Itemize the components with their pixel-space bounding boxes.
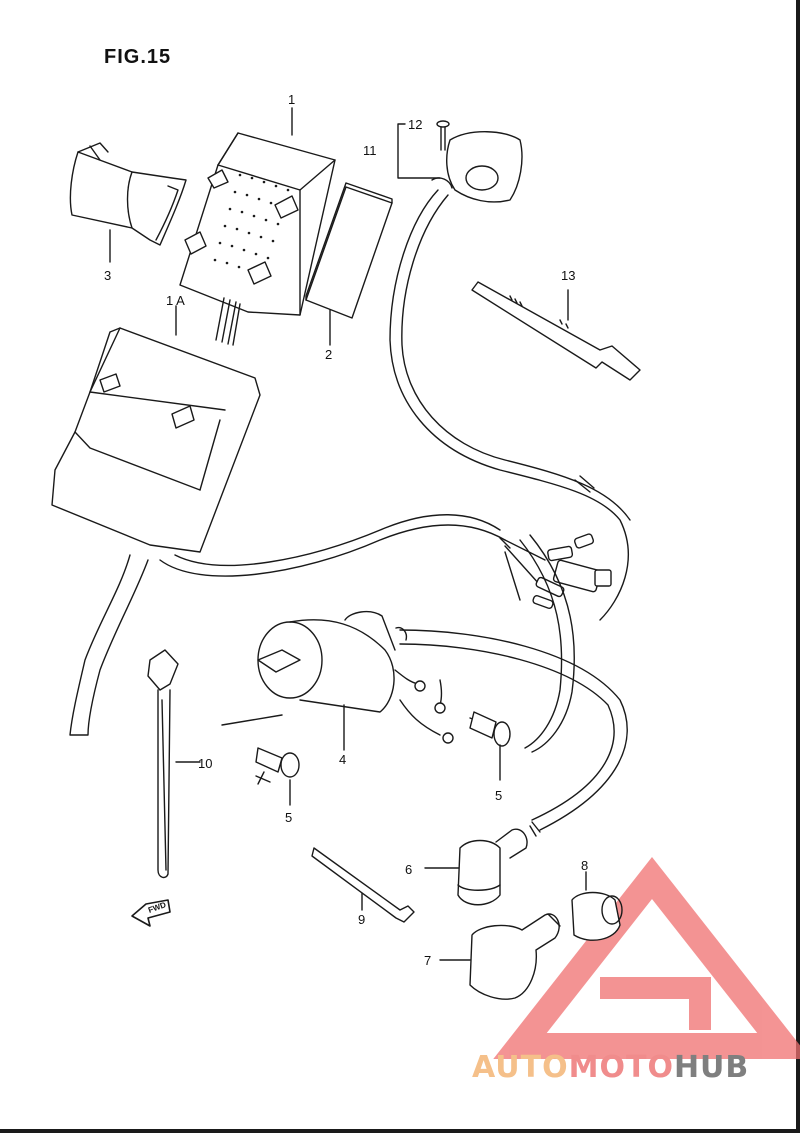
callout-5-upper: 5 xyxy=(495,788,503,803)
callout-11: 11 xyxy=(363,143,377,158)
part-7-plug-cap xyxy=(469,913,561,1000)
harness-main xyxy=(159,514,506,577)
watermark-moto: MOTO xyxy=(568,1050,674,1085)
high-tension-lead xyxy=(399,629,628,831)
callout-9: 9 xyxy=(358,912,366,927)
watermark-hub: HUB xyxy=(673,1050,750,1085)
harness-left xyxy=(69,554,149,736)
part-5-bolt-lower xyxy=(255,747,300,785)
part-8-seal xyxy=(571,891,623,941)
connector-cluster xyxy=(499,533,612,610)
callout-10: 10 xyxy=(198,756,213,771)
harness-coil xyxy=(519,534,575,753)
watermark-logo xyxy=(493,856,800,1059)
callout-6: 6 xyxy=(405,862,413,877)
part-3-band xyxy=(69,142,187,246)
callout-13: 13 xyxy=(561,268,576,283)
watermark-text: AUTOMOTOHUB xyxy=(472,1050,749,1085)
part-12-screw xyxy=(436,120,450,151)
part-9-tie xyxy=(311,847,415,923)
callout-7: 7 xyxy=(424,953,432,968)
part-13-strap xyxy=(471,281,641,381)
leader-lines xyxy=(109,107,587,961)
callout-1: 1 xyxy=(288,92,296,107)
fwd-arrow xyxy=(131,899,171,927)
figure-title: FIG.15 xyxy=(104,46,172,68)
callout-2: 2 xyxy=(325,347,333,362)
part-11-switch xyxy=(431,131,523,203)
part-1a-cover xyxy=(51,327,261,553)
part-5-bolt-upper xyxy=(469,711,511,747)
callout-12: 12 xyxy=(408,117,423,132)
part-4-ignition-coil xyxy=(257,610,454,744)
part-6-plug-cap xyxy=(457,828,528,906)
callout-8: 8 xyxy=(581,858,589,873)
callout-3: 3 xyxy=(104,268,112,283)
wire-switch-lead xyxy=(389,189,631,621)
part-10-cable-tie xyxy=(147,649,179,879)
part-1-cdi-unit xyxy=(179,132,336,346)
callout-5-lower: 5 xyxy=(285,810,293,825)
callout-1a: 1 A xyxy=(166,293,185,308)
watermark-auto: AUTO xyxy=(472,1050,569,1085)
callout-4: 4 xyxy=(339,752,347,767)
part-2-pad xyxy=(305,182,393,319)
